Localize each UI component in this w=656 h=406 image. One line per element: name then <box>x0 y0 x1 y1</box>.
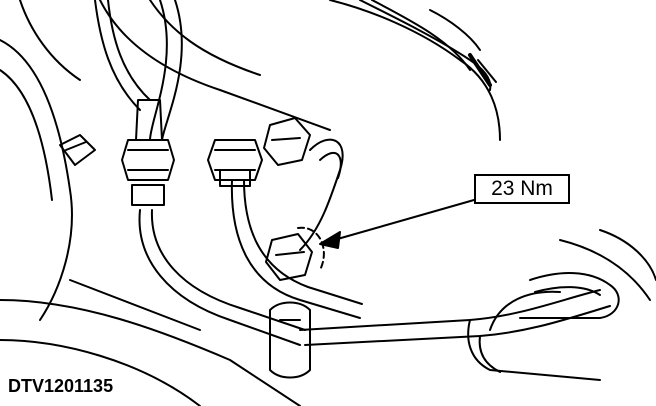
tube-bracket <box>489 229 656 331</box>
housing-outline <box>0 0 501 406</box>
torque-callout: 23 Nm <box>474 174 570 204</box>
fitting-left <box>121 99 175 206</box>
bleeder-screw <box>59 134 96 166</box>
torque-value-label: 23 Nm <box>491 177 553 200</box>
figure-code-label: DTV1201135 <box>6 376 116 397</box>
reservoir-body <box>359 0 497 91</box>
fitting-middle <box>207 139 263 187</box>
callout-leader-arrow <box>319 199 475 249</box>
brake-lines <box>94 0 611 381</box>
line-clip <box>269 301 311 379</box>
bolt-upper <box>263 117 311 166</box>
bolt-lower <box>265 226 325 281</box>
